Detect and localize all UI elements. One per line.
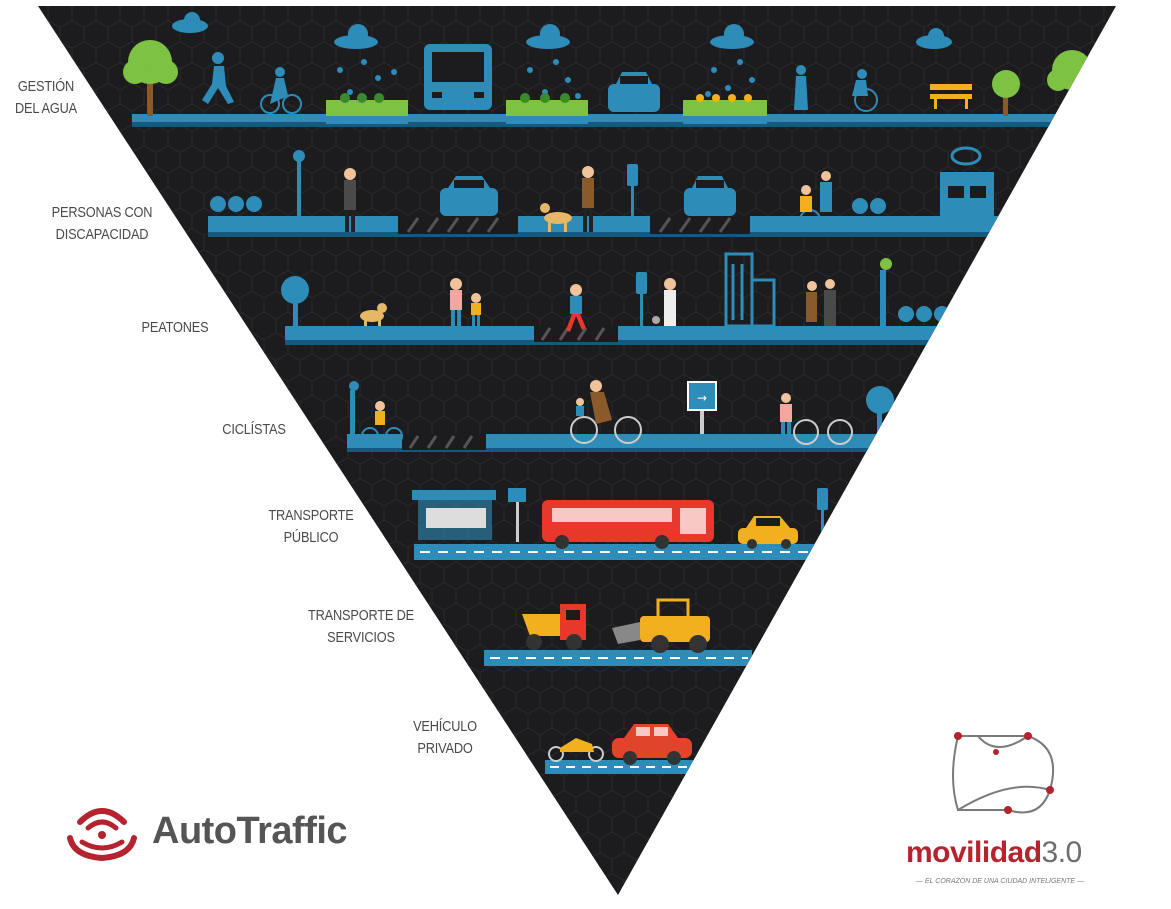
pedestrian-with-bike-icon <box>780 393 853 445</box>
wheelchair-icon <box>852 69 878 112</box>
taxi-icon <box>738 516 798 549</box>
traffic-light-icon <box>817 488 828 544</box>
bus-stop-icon <box>412 490 496 540</box>
couple-icon <box>806 279 836 326</box>
cloud-icon <box>710 24 754 49</box>
kiosk-icon <box>940 146 994 216</box>
level-label-ciclistas: CICLÍSTAS <box>222 422 286 438</box>
person-icon <box>582 166 594 232</box>
tree-icon <box>992 70 1020 116</box>
pedestrian-with-dog-icon <box>652 278 676 326</box>
runner-icon <box>566 284 586 332</box>
motorcycle-icon <box>548 738 604 762</box>
parent-child-icon <box>450 278 481 326</box>
cloud-icon <box>526 24 570 49</box>
cloud-icon <box>916 28 952 49</box>
shrub-icon <box>210 196 886 214</box>
shrub-icon <box>898 306 950 322</box>
planter-icon <box>506 93 588 124</box>
level-cyclists: → <box>347 380 894 452</box>
blind-person-icon <box>344 168 356 232</box>
movilidad-wordmark: movilidad3.0 <box>906 836 1082 869</box>
building-icon <box>724 252 776 328</box>
movilidad-logo: movilidad3.0 — EL CORAZÓN DE UNA CIUDAD … <box>900 718 1100 898</box>
bus-sign-icon <box>508 488 526 542</box>
bench-icon <box>930 84 972 109</box>
dog-icon <box>360 303 387 326</box>
streetlamp-icon <box>293 150 305 216</box>
streetlamp-icon <box>880 258 892 326</box>
cyclist-icon <box>570 380 642 444</box>
wheelchair-user-icon <box>799 171 832 231</box>
car-icon <box>612 724 692 765</box>
runner-icon <box>202 52 234 104</box>
level-label-peatones: PEATONES <box>141 320 209 336</box>
pedestrian-icon <box>794 65 808 110</box>
car-icon <box>684 176 736 216</box>
bus-icon <box>424 44 492 110</box>
tree-icon <box>866 386 894 434</box>
traffic-light-icon <box>636 272 647 326</box>
bike-lane-sign-icon: → <box>687 381 717 434</box>
movilidad-logo-icon <box>952 732 1055 814</box>
car-icon <box>440 176 498 216</box>
autotraffic-name: AutoTraffic <box>152 810 348 852</box>
loader-icon <box>612 598 710 653</box>
child-cyclist-icon <box>361 401 403 445</box>
streetlamp-icon <box>349 381 359 434</box>
autotraffic-logo-icon <box>67 808 137 862</box>
movilidad-tagline: — EL CORAZÓN DE UNA CIUDAD INTELIGENTE — <box>915 878 1085 885</box>
dump-truck-icon <box>522 604 586 650</box>
bus-icon <box>542 500 714 549</box>
planter-icon <box>683 94 767 124</box>
level-service-transport <box>484 598 752 666</box>
tree-icon <box>123 40 178 116</box>
svg-text:→: → <box>697 391 707 405</box>
level-pedestrians <box>281 252 955 345</box>
level-public-transport <box>412 488 828 560</box>
cloud-icon <box>172 12 208 33</box>
tree-icon <box>281 276 309 326</box>
cyclist-icon <box>260 67 302 114</box>
car-icon <box>608 72 660 112</box>
autotraffic-logo: AutoTraffic <box>60 798 390 868</box>
cloud-icon <box>334 24 378 49</box>
guide-dog-icon <box>540 203 572 232</box>
traffic-light-icon <box>627 164 638 216</box>
level-disability <box>208 146 1034 237</box>
level-private-vehicle <box>545 724 693 774</box>
planter-icon <box>326 93 408 124</box>
